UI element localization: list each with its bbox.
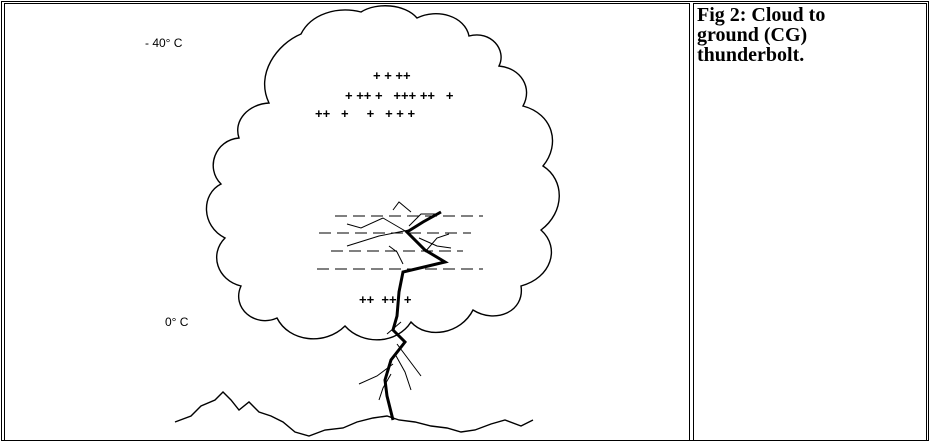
cloud-outline (205, 5, 560, 341)
positive-charge-row: + ++ + +++ ++ + (345, 88, 454, 103)
ground-line (174, 391, 534, 437)
negative-charge-region (317, 215, 483, 270)
temp-label-bottom: 0° C (165, 315, 189, 329)
positive-charge-row: + + ++ (373, 68, 411, 83)
figure-cell: - 40° C 0° C + + ++ + ++ + +++ ++ + ++ +… (4, 3, 690, 441)
lightning-bolt (383, 210, 449, 421)
positive-charge-row-lower: ++ ++ + (359, 292, 412, 307)
temp-label-top: - 40° C (145, 36, 183, 50)
positive-charge-row: ++ + + + + + (315, 106, 416, 121)
thunderbolt-diagram: - 40° C 0° C + + ++ + ++ + +++ ++ + ++ +… (145, 5, 560, 437)
caption-cell: Fig 2: Cloud to ground (CG) thunderbolt. (693, 3, 927, 441)
figure-caption: Fig 2: Cloud to ground (CG) thunderbolt. (697, 4, 826, 66)
